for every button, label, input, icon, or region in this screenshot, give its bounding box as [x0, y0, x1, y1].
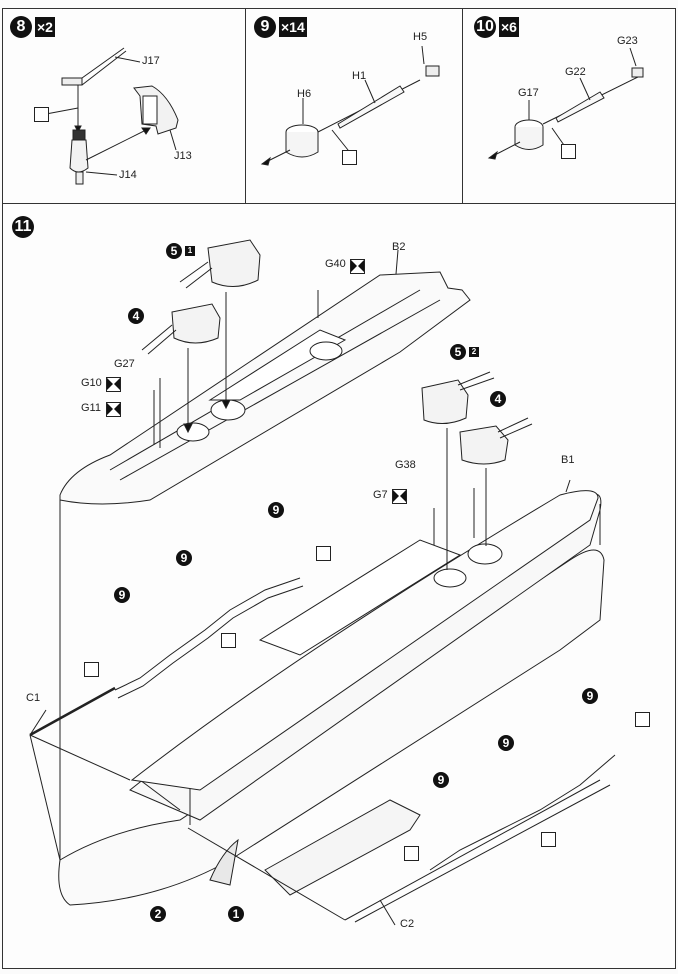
part-label-b2: B2 — [392, 241, 406, 253]
step-9-panel — [245, 8, 463, 204]
cement-icon — [561, 144, 576, 159]
callout-9: 9 — [114, 587, 130, 603]
cement-icon — [316, 546, 331, 561]
cement-icon — [541, 832, 556, 847]
part-c1-rail — [29, 686, 131, 861]
part-label-g17: G17 — [518, 87, 539, 99]
part-label-b1: B1 — [561, 454, 575, 466]
part-label-c1: C1 — [26, 692, 41, 704]
step-number: 8 — [10, 16, 32, 38]
step-8-header: 8 ×2 — [10, 16, 55, 38]
cement-icon — [404, 846, 419, 861]
part-j17-barrel — [45, 47, 141, 134]
step-number: 11 — [12, 216, 34, 238]
cement-icon — [342, 150, 357, 165]
step-number: 10 — [474, 16, 496, 38]
part-label-g10: G10 — [81, 377, 102, 389]
part-j13-shield — [133, 85, 179, 151]
part-j14-mount — [69, 127, 151, 185]
callout-5-2: 5 2 — [450, 344, 479, 360]
callout-4-front: 4 — [490, 391, 506, 407]
part-label-g11: G11 — [81, 402, 101, 414]
part-label-g22: G22 — [565, 66, 586, 78]
quantity-badge: ×2 — [35, 17, 55, 37]
part-g23-block — [629, 47, 644, 78]
callout-4-rear: 4 — [128, 308, 144, 324]
cement-icon — [84, 662, 99, 677]
part-label-g38: G38 — [395, 459, 416, 471]
callout-1-bow: 1 — [228, 906, 244, 922]
turret-5-2 — [421, 371, 495, 570]
callout-9: 9 — [582, 688, 598, 704]
part-h1-barrel — [337, 79, 405, 129]
part-label-g7: G7 — [373, 489, 388, 501]
part-label-g27: G27 — [114, 358, 135, 370]
part-h5-block — [421, 45, 440, 77]
callout-9: 9 — [268, 502, 284, 518]
railing-left — [114, 577, 304, 699]
part-label-j14: J14 — [119, 169, 137, 181]
callout-2-hull-side: 2 — [150, 906, 166, 922]
part-label-g40: G40 — [325, 258, 346, 270]
part-label-g23: G23 — [617, 35, 638, 47]
part-b2-deck — [59, 249, 471, 505]
cement-icon — [34, 107, 49, 122]
callout-9: 9 — [433, 772, 449, 788]
paint-icon — [350, 259, 365, 274]
part-label-j13: J13 — [174, 150, 192, 162]
paint-icon — [392, 489, 407, 504]
callout-9: 9 — [176, 550, 192, 566]
turret-4-rear — [141, 303, 221, 434]
turret-4-front — [459, 417, 533, 546]
step-11-header: 11 — [12, 216, 34, 238]
paint-icon — [106, 377, 121, 392]
part-label-j17: J17 — [142, 55, 160, 67]
part-g22-barrel — [555, 77, 605, 123]
step-number: 9 — [254, 16, 276, 38]
step-10-header: 10 ×6 — [474, 16, 519, 38]
part-label-h1: H1 — [352, 70, 367, 82]
part-label-h6: H6 — [297, 88, 312, 100]
cement-icon — [635, 712, 650, 727]
paint-icon — [106, 402, 121, 417]
part-b1-deck — [130, 479, 599, 791]
quantity-badge: ×6 — [499, 17, 519, 37]
cement-icon — [221, 633, 236, 648]
part-h6-turret — [260, 79, 421, 166]
step-9-header: 9 ×14 — [254, 16, 307, 38]
callout-9: 9 — [498, 735, 514, 751]
part-c2-rail — [187, 754, 616, 926]
quantity-badge: ×14 — [279, 17, 307, 37]
part-label-c2: C2 — [400, 918, 415, 930]
part-label-h5: H5 — [413, 31, 428, 43]
turret-5-1 — [179, 239, 261, 410]
callout-5-1: 5 1 — [166, 243, 195, 259]
step-8-panel — [2, 8, 246, 204]
